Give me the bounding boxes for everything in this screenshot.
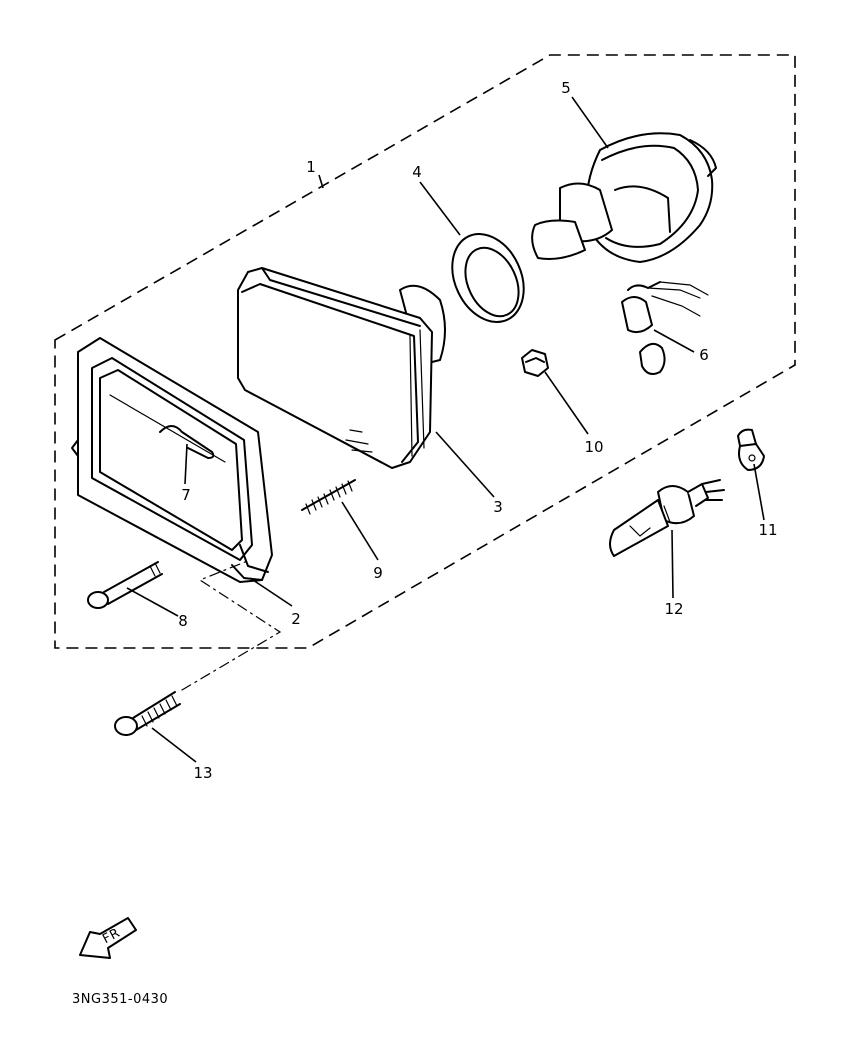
part-4-ring <box>451 233 525 323</box>
callout-7: 7 <box>181 486 191 504</box>
callout-9: 9 <box>373 564 383 582</box>
leader-lines <box>126 96 765 763</box>
callout-1: 1 <box>306 158 316 176</box>
callout-10: 10 <box>584 438 603 456</box>
callout-13: 13 <box>193 764 212 782</box>
part-6-pilot-socket <box>621 281 709 375</box>
part-11-bulb <box>737 428 765 471</box>
part-5-socket-cover <box>531 132 717 263</box>
assembly-boundary <box>54 54 796 649</box>
callout-11: 11 <box>758 521 777 539</box>
front-direction-arrow: FR <box>79 917 137 959</box>
part-9-spring <box>301 479 356 515</box>
part-2-rim <box>71 337 273 583</box>
alignment-line <box>181 559 282 691</box>
callout-2: 2 <box>291 610 301 628</box>
part-13-screw <box>114 691 181 736</box>
callout-8: 8 <box>178 612 188 630</box>
part-7-lens <box>109 394 226 463</box>
front-arrow-label: FR <box>100 926 123 947</box>
callout-5: 5 <box>561 79 571 97</box>
part-10-nut <box>521 349 549 377</box>
part-8-screw <box>87 561 163 609</box>
part-12-headlight-bulb <box>609 479 725 557</box>
callout-12: 12 <box>664 600 683 618</box>
callout-6: 6 <box>699 346 709 364</box>
drawing-code: 3NG351-0430 <box>72 992 168 1007</box>
callout-3: 3 <box>493 498 503 516</box>
callout-4: 4 <box>412 163 422 181</box>
part-3-housing <box>237 267 446 469</box>
